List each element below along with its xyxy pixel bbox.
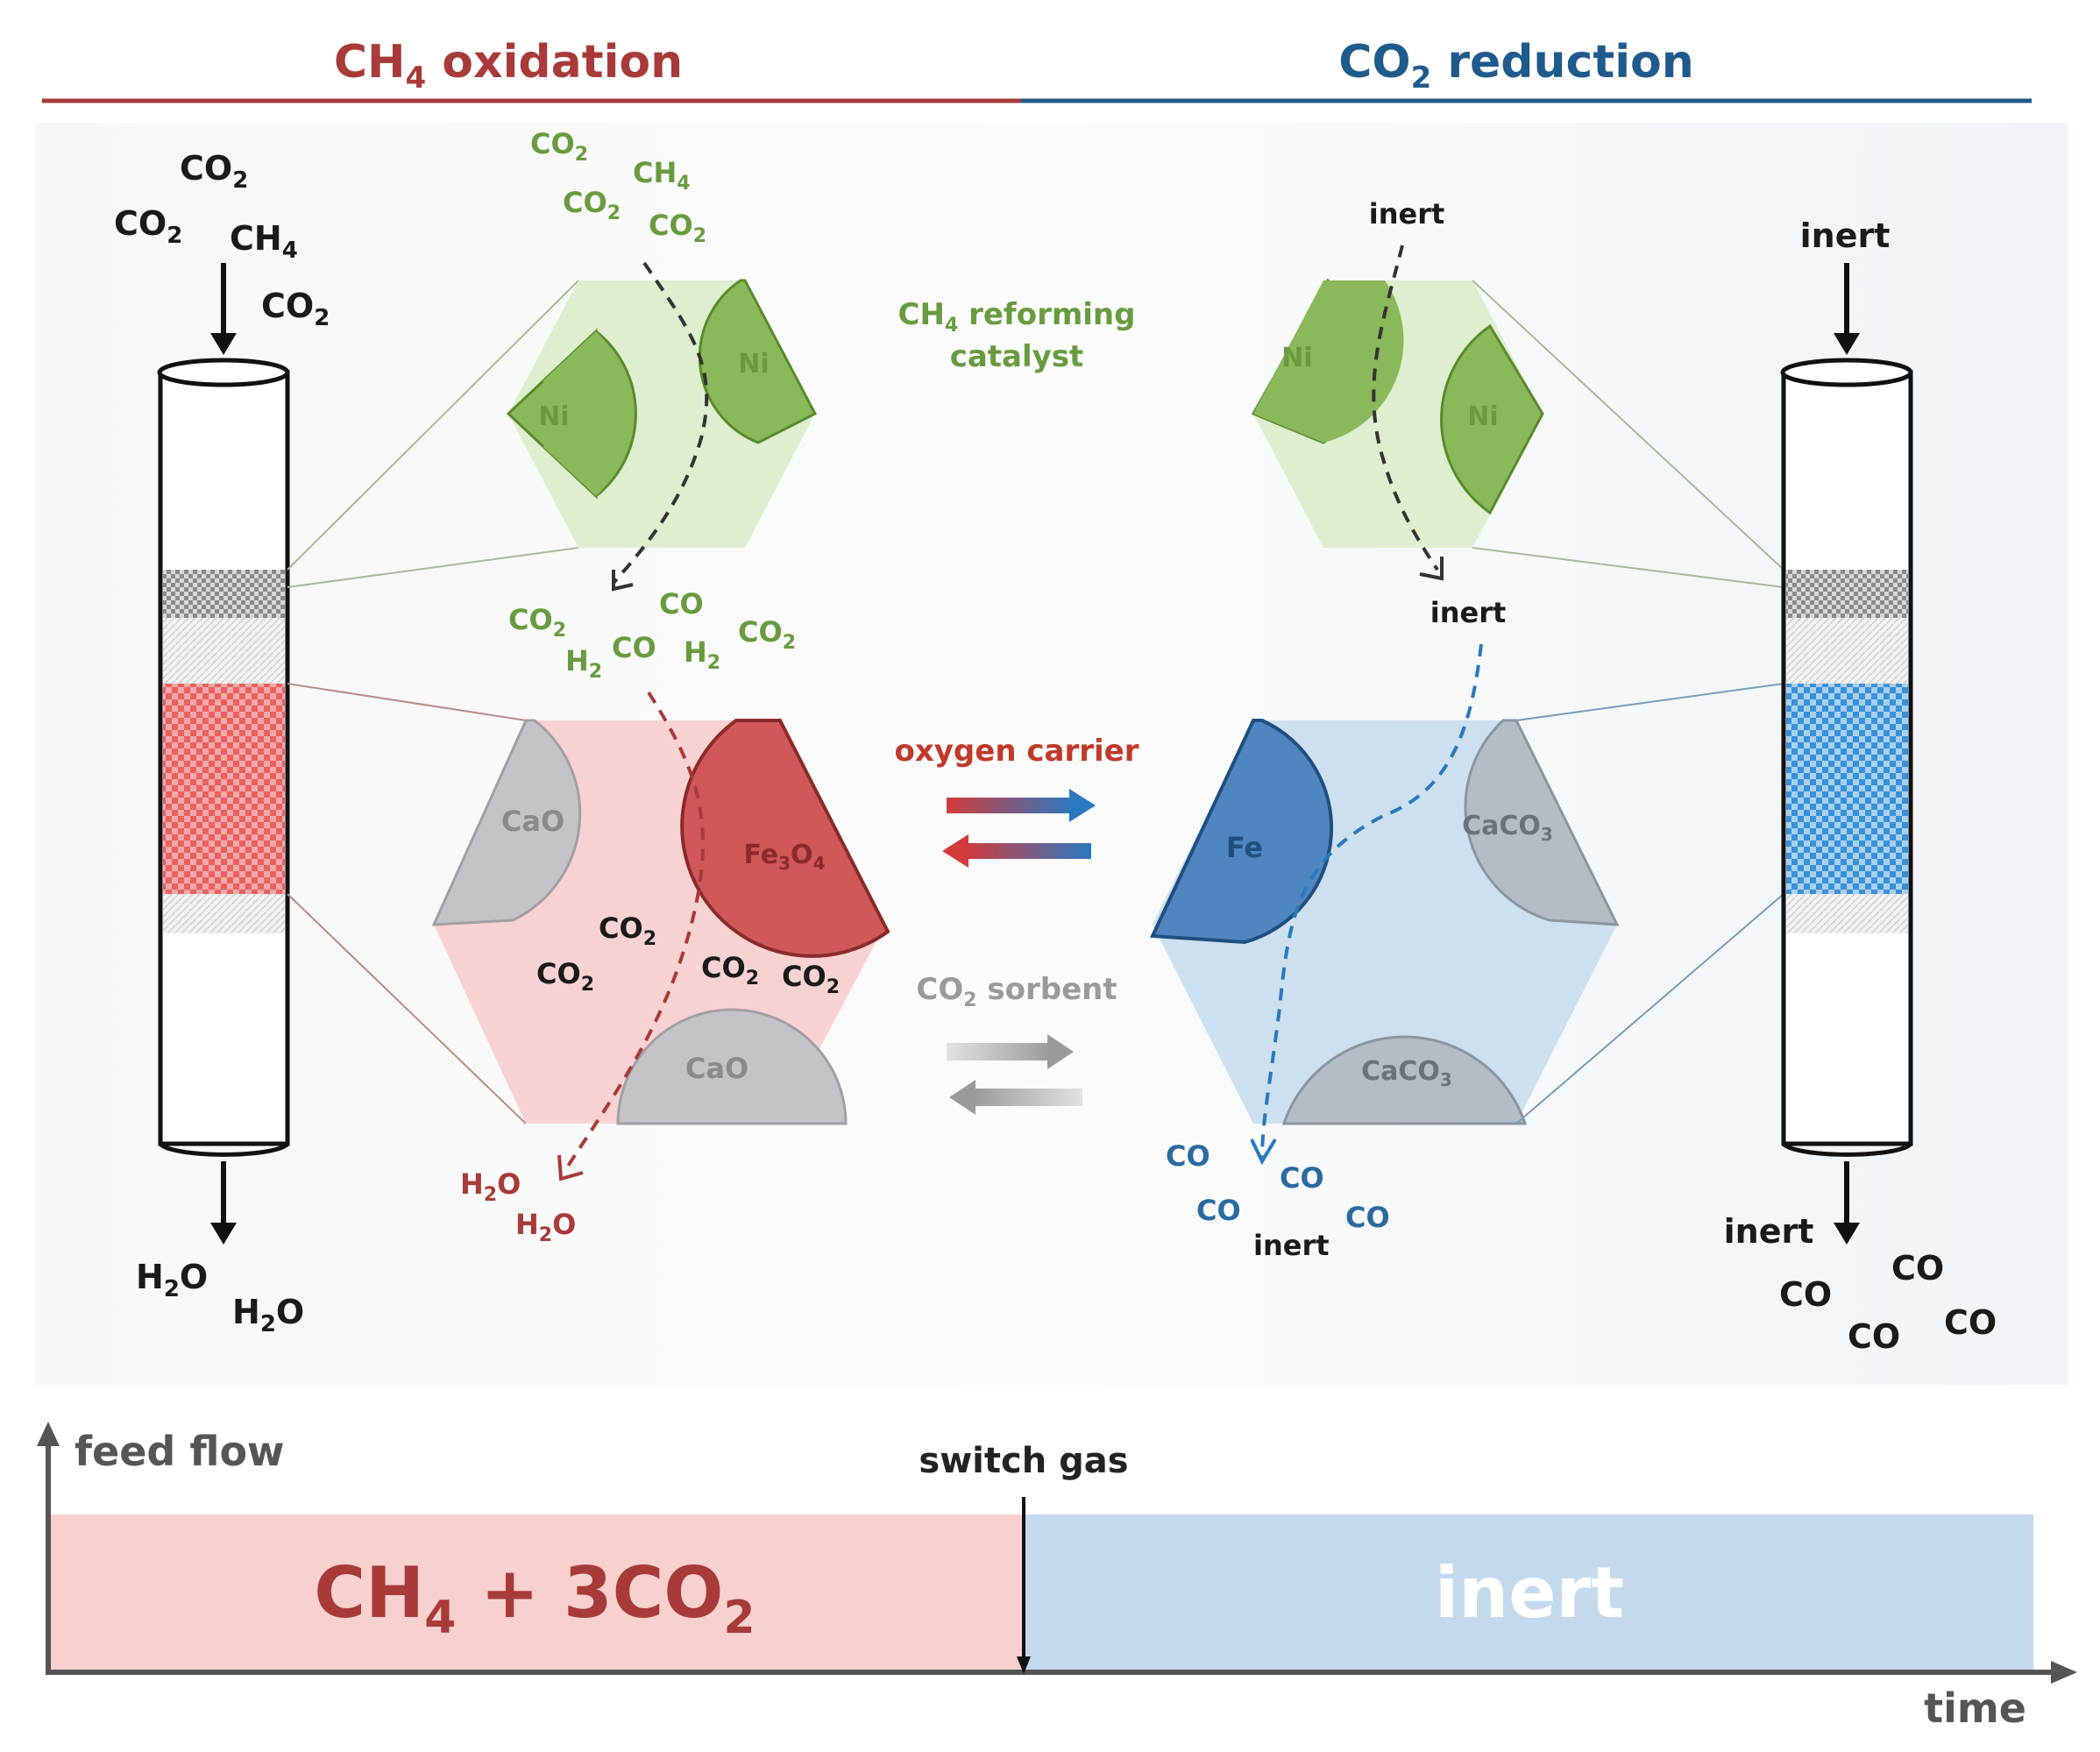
co2-sorbent-label: CO2 sorbent (916, 972, 1117, 1011)
left-bed-carrier (163, 684, 285, 894)
left-cat-in-ch4: CH4 (633, 156, 691, 195)
left-carrier-hexagon: CaO Fe3O4 CaO (431, 691, 890, 1181)
left-ni-label-2: Ni (738, 349, 769, 379)
right-caco3-label-1: CaCO3 (1462, 811, 1553, 845)
left-carrier-flow-path (564, 691, 705, 1172)
left-inlet-co2-2: CO2 (114, 204, 182, 249)
right-fe-particle (1149, 719, 1334, 945)
right-inlet-inert: inert (1800, 216, 1891, 255)
phase1-label: CH4 + 3CO2 (314, 1552, 755, 1644)
right-outlet-co-2: CO (1891, 1249, 1944, 1287)
catalyst-label: CH4 reforming (898, 297, 1136, 337)
left-carrier-co2-4: CO2 (782, 960, 840, 998)
title-co2-reduction: CO2 reduction (1338, 36, 1694, 96)
right-carrier-inert: inert (1253, 1229, 1330, 1262)
left-bed-gap (163, 618, 285, 684)
right-outlet-co-3: CO (1848, 1317, 1900, 1356)
right-cat-out-inert: inert (1430, 596, 1507, 629)
left-outlet-arrowhead (210, 1223, 237, 1245)
right-fe-label: Fe (1226, 831, 1263, 864)
right-carrier-co-4: CO (1345, 1201, 1390, 1234)
right-carrier-co-2: CO (1280, 1161, 1324, 1195)
catalyst-label-line2: catalyst (950, 339, 1084, 374)
right-ni-particle-2 (1440, 323, 1544, 515)
left-bed-catalyst (163, 570, 285, 618)
left-cao-label-2: CaO (685, 1052, 748, 1085)
switch-gas-label: switch gas (919, 1441, 1128, 1481)
phase2-label: inert (1435, 1552, 1624, 1634)
right-caco3-particle-1 (1464, 719, 1620, 926)
left-carrier-co2-2: CO2 (536, 957, 594, 996)
left-ni-label-1: Ni (538, 401, 569, 432)
right-bed-carrier (1786, 684, 1908, 894)
left-cat-in-co2-1: CO2 (530, 127, 588, 166)
left-reactor-top (157, 358, 290, 387)
y-axis-label: feed flow (74, 1428, 285, 1475)
feed-timeline (37, 1422, 2077, 1684)
right-carrier-co-3: CO (1196, 1194, 1241, 1227)
oxygen-carrier-arrows (942, 789, 1096, 868)
right-inlet-arrowhead (1834, 333, 1860, 355)
right-bed-bottom (1786, 894, 1908, 933)
phase1-bar (51, 1514, 1024, 1672)
left-cat-out-co2-1: CO2 (508, 603, 566, 642)
right-bed-catalyst (1786, 570, 1908, 618)
switch-marker-arrowhead (1017, 1656, 1031, 1674)
right-ni-label-2: Ni (1467, 401, 1498, 432)
left-bed-bottom (163, 894, 285, 933)
right-zoom-lines (1472, 280, 1784, 1124)
right-caco3-label-2: CaCO3 (1361, 1056, 1452, 1090)
left-cao-label-1: CaO (501, 805, 564, 838)
left-reactor-bottom (158, 1142, 290, 1157)
left-cat-out-h2-2: H2 (684, 635, 720, 674)
left-cat-out-co2-2: CO2 (738, 615, 796, 654)
left-cat-in-co2-3: CO2 (649, 209, 706, 247)
left-carrier-h2o-2: H2O (515, 1208, 576, 1246)
x-axis-label: time (1924, 1685, 2026, 1732)
left-cat-out-co-2: CO (612, 631, 656, 664)
right-carrier-hexagon: Fe CaCO3 CaCO3 (1149, 643, 1620, 1166)
right-outlet-co-1: CO (1779, 1275, 1832, 1314)
right-cat-in-inert: inert (1369, 197, 1445, 231)
left-outlet-h2o-2: H2O (232, 1293, 304, 1337)
left-inlet-arrowhead (210, 333, 237, 355)
right-outlet-arrowhead (1834, 1223, 1860, 1245)
right-catalyst-flow-path (1372, 245, 1439, 571)
right-reactor-bottom (1781, 1142, 1913, 1157)
left-catalyst-hexagon: Ni Ni (506, 261, 818, 592)
left-outlet-h2o-1: H2O (136, 1258, 208, 1302)
left-inlet-co2-3: CO2 (261, 287, 330, 331)
left-zoom-lines (287, 280, 579, 1124)
left-catalyst-flow-path (612, 261, 709, 585)
right-carrier-co-1: CO (1166, 1139, 1210, 1173)
right-ni-label-1: Ni (1281, 343, 1312, 373)
left-inlet-ch4: CH4 (230, 219, 298, 264)
oxygen-carrier-label: oxygen carrier (894, 734, 1139, 769)
left-carrier-h2o-1: H2O (460, 1167, 521, 1206)
right-reactor-top (1780, 358, 1913, 387)
left-reactor (157, 263, 290, 1245)
right-catalyst-hexagon: Ni Ni (1251, 245, 1544, 581)
title-ch4-oxidation: CH4 oxidation (334, 36, 683, 96)
x-axis-arrowhead (2051, 1661, 2077, 1684)
left-carrier-co2-1: CO2 (599, 911, 656, 950)
y-axis-arrowhead (37, 1422, 60, 1446)
right-outlet-inert: inert (1724, 1212, 1814, 1251)
background-panel (35, 123, 2068, 1385)
left-fe3o4-particle (680, 719, 890, 958)
left-cat-in-co2-2: CO2 (563, 186, 621, 224)
left-inlet-co2-1: CO2 (180, 149, 248, 194)
left-cat-out-co-1: CO (659, 587, 704, 621)
right-caco3-particle-2 (1281, 1035, 1528, 1125)
phase2-bar (1024, 1514, 2033, 1672)
left-cat-out-h2-1: H2 (565, 644, 602, 683)
co2-sorbent-arrows (947, 1034, 1082, 1115)
right-reactor (1780, 263, 1913, 1245)
left-cao-particle-1 (431, 719, 582, 926)
right-outlet-co-4: CO (1944, 1303, 1997, 1342)
left-carrier-co2-3: CO2 (701, 951, 759, 989)
left-fe3o4-label: Fe3O4 (744, 840, 826, 874)
right-bed-gap (1786, 618, 1908, 684)
